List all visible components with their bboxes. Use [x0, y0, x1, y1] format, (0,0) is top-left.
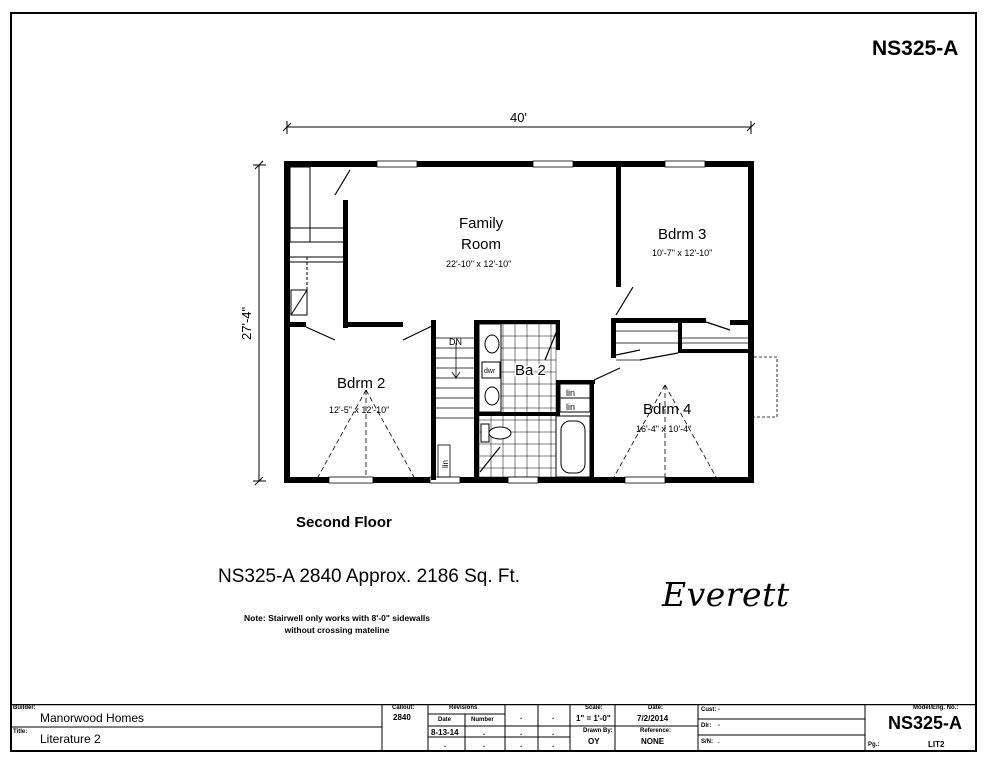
builder-label: Builder: [13, 705, 36, 711]
bdrm-2-size: 12'-5" x 12'-10" [329, 405, 389, 415]
revision-col4-1: . [552, 712, 555, 721]
bay-window [754, 356, 778, 418]
model-label: Model/Eng. No.: [913, 705, 959, 711]
dimension-width-label: 40' [510, 110, 527, 125]
stairs-down-label: DN [449, 337, 462, 347]
dlr-label: Dlr: [701, 723, 712, 729]
dryer-label: dwr [484, 368, 496, 375]
stairwell-note-line-2: without crossing mateline [284, 625, 390, 635]
plan-signature: Everett [662, 575, 790, 614]
bdrm-3-name: Bdrm 3 [658, 226, 706, 243]
family-room-name-1: Family [459, 215, 504, 232]
windows [328, 160, 706, 484]
stairwell-note: Note: Stairwell only works with 8'-0" si… [244, 612, 430, 636]
title-label: Title: [13, 729, 28, 735]
model-number-heading: NS325-A [872, 37, 959, 60]
date-value: 7/2/2014 [637, 714, 669, 723]
dimension-depth [253, 160, 266, 486]
linen-label-bath-2: lin [566, 402, 575, 412]
revision-number-value: . [483, 728, 486, 737]
callout-value: 2840 [393, 713, 411, 722]
linen-label-stairs: lin [441, 460, 450, 468]
dimension-depth-label: 27'-4" [239, 306, 254, 340]
drawn-by-value: OY [588, 737, 600, 746]
family-room-size: 22'-10" x 12'-10" [446, 259, 511, 269]
title-block-grid [10, 704, 977, 752]
family-room-name-2: Room [461, 236, 501, 253]
floor-plan: 40' 27'-4" [239, 110, 778, 486]
floor-name-caption: Second Floor [296, 514, 392, 531]
revision-col3-3: . [520, 740, 523, 749]
bdrm-4-name: Bdrm 4 [643, 401, 691, 418]
cust-value: - [718, 707, 720, 713]
scale-label: Scale: [585, 705, 603, 711]
reference-label: Reference: [640, 728, 672, 734]
revision-number-2: . [483, 740, 486, 749]
cust-label: Cust: [701, 707, 717, 713]
scale-value: 1" = 1'-0" [576, 714, 611, 723]
stairs [436, 337, 474, 478]
revision-col4-2: . [552, 728, 555, 737]
revisions-label: Revisions [449, 705, 478, 711]
revision-number-header: Number [471, 717, 494, 723]
ba-2-name: Ba 2 [515, 362, 546, 379]
vaulted-ceiling-lines [317, 384, 717, 478]
date-label: Date: [648, 705, 664, 711]
dimension-width [282, 121, 756, 134]
sn-value: . [718, 739, 720, 745]
bdrm-2-name: Bdrm 2 [337, 375, 385, 392]
revision-date-2: . [444, 740, 447, 749]
revision-date-value: 8-13-14 [431, 728, 459, 737]
bath-fixtures [478, 323, 591, 478]
drawn-by-label: Drawn By: [583, 728, 613, 734]
bdrm-3-size: 10'-7" x 12'-10" [652, 248, 712, 258]
plan-summary-caption: NS325-A 2840 Approx. 2186 Sq. Ft. [218, 566, 521, 587]
hall-closets [616, 330, 748, 361]
title-value: Literature 2 [40, 732, 101, 746]
dlr-value: - [718, 723, 720, 729]
builder-value: Manorwood Homes [40, 711, 145, 725]
revision-col4-3: . [552, 740, 555, 749]
sn-label: S/N: [701, 739, 713, 745]
closet-upper-left [289, 166, 343, 316]
pg-label: Pg.: [868, 742, 880, 748]
reference-value: NONE [641, 737, 665, 746]
bdrm-4-size: 16'-4" x 10'-4" [636, 424, 691, 434]
pg-value: LIT2 [928, 740, 945, 749]
revision-col3-1: . [520, 712, 523, 721]
revision-col3-2: . [520, 728, 523, 737]
revision-date-header: Date [438, 717, 452, 723]
title-block: Builder: Manorwood Homes Title: Literatu… [10, 704, 977, 752]
stairwell-note-line-1: Note: Stairwell only works with 8'-0" si… [244, 613, 431, 623]
model-value: NS325-A [888, 713, 963, 733]
linen-label-bath-1: lin [566, 388, 575, 398]
callout-label: Callout: [392, 705, 415, 711]
